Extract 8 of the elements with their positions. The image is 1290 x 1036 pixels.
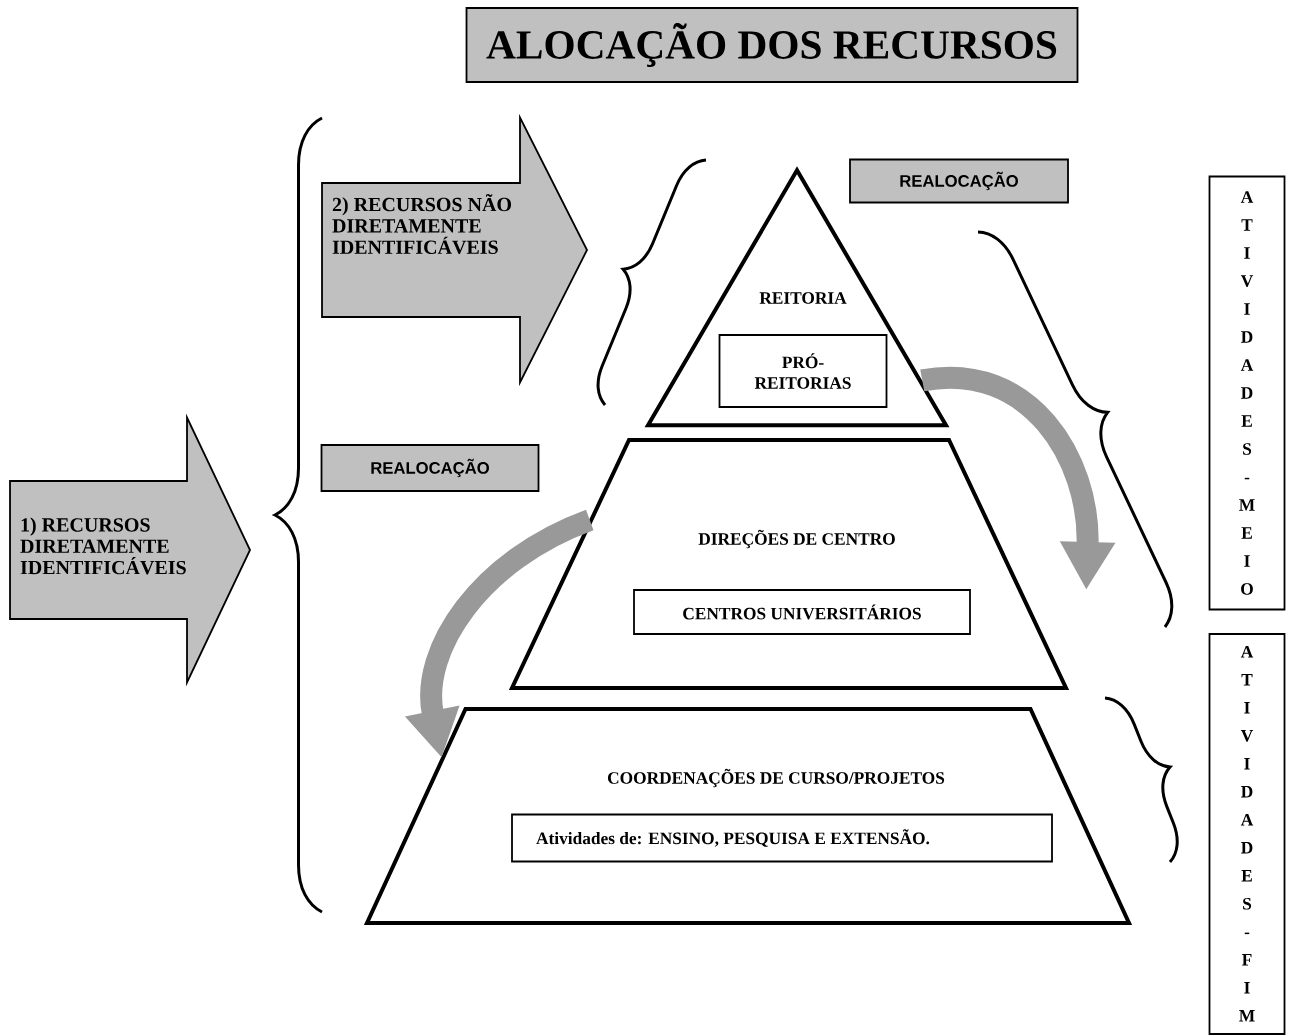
- label-box: REALOCAÇÃO: [320, 444, 540, 492]
- text-box: Atividades de: ENSINO, PESQUISA E EXTENSÃO.: [511, 813, 1053, 863]
- text-box: PRÓ-REITORIAS: [718, 334, 888, 408]
- text-box: CENTROS UNIVERSITÁRIOS: [633, 589, 971, 635]
- vertical-text-box: A T I V I D A D E S - F I M: [1208, 633, 1286, 1035]
- vertical-text-box: A T I V I D A D E S - M E I O: [1208, 175, 1286, 611]
- title-box: ALOCAÇÃO DOS RECURSOS: [465, 7, 1079, 83]
- label-box: REALOCAÇÃO: [849, 158, 1069, 204]
